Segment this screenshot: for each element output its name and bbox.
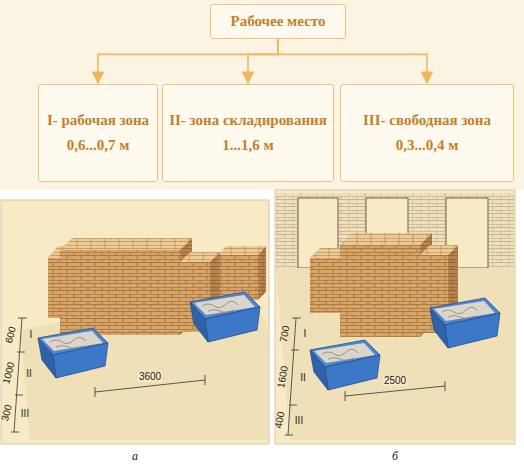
- box-title: III- свободная зона: [363, 111, 491, 130]
- connector-arrow: [278, 39, 427, 83]
- root-box: Рабочее место: [210, 4, 346, 39]
- dimension-line: [285, 318, 445, 435]
- dimension-line: [11, 318, 205, 432]
- zone-label: III: [21, 409, 29, 419]
- zone-label: II: [300, 373, 306, 383]
- connector-arrow: [248, 39, 278, 83]
- mortar-tub: [190, 292, 260, 342]
- zone-label: 2500: [383, 376, 407, 386]
- zone-label: II: [26, 369, 32, 379]
- zone-label: I: [30, 330, 33, 340]
- scene-b: [275, 190, 515, 444]
- box-title: I- рабочая зона: [47, 111, 149, 130]
- zone-box: I- рабочая зона 0,6...0,7 м: [38, 84, 158, 182]
- header-ground: [0, 0, 524, 190]
- zone-label: 3600: [138, 372, 162, 382]
- mortar-tub: [310, 340, 380, 390]
- box-title: Рабочее место: [231, 12, 326, 31]
- box-value: 0,6...0,7 м: [67, 136, 130, 155]
- scene-a: [1, 200, 269, 444]
- figure-caption: а: [132, 450, 138, 462]
- connector-arrow: [98, 39, 278, 83]
- zone-box: III- свободная зона 0,3...0,4 м: [340, 84, 514, 182]
- figure-caption: б: [392, 450, 398, 462]
- box-value: 1...1,6 м: [222, 136, 273, 155]
- box-value: 0,3...0,4 м: [396, 136, 459, 155]
- zone-label: I: [304, 329, 307, 339]
- zone-box: II- зона складирования 1...1,6 м: [162, 84, 334, 182]
- brick-stack: [218, 246, 266, 300]
- mortar-tub: [38, 328, 108, 378]
- mortar-tub: [430, 298, 500, 348]
- zone-label: III: [295, 416, 303, 426]
- box-title: II- зона складирования: [169, 111, 327, 130]
